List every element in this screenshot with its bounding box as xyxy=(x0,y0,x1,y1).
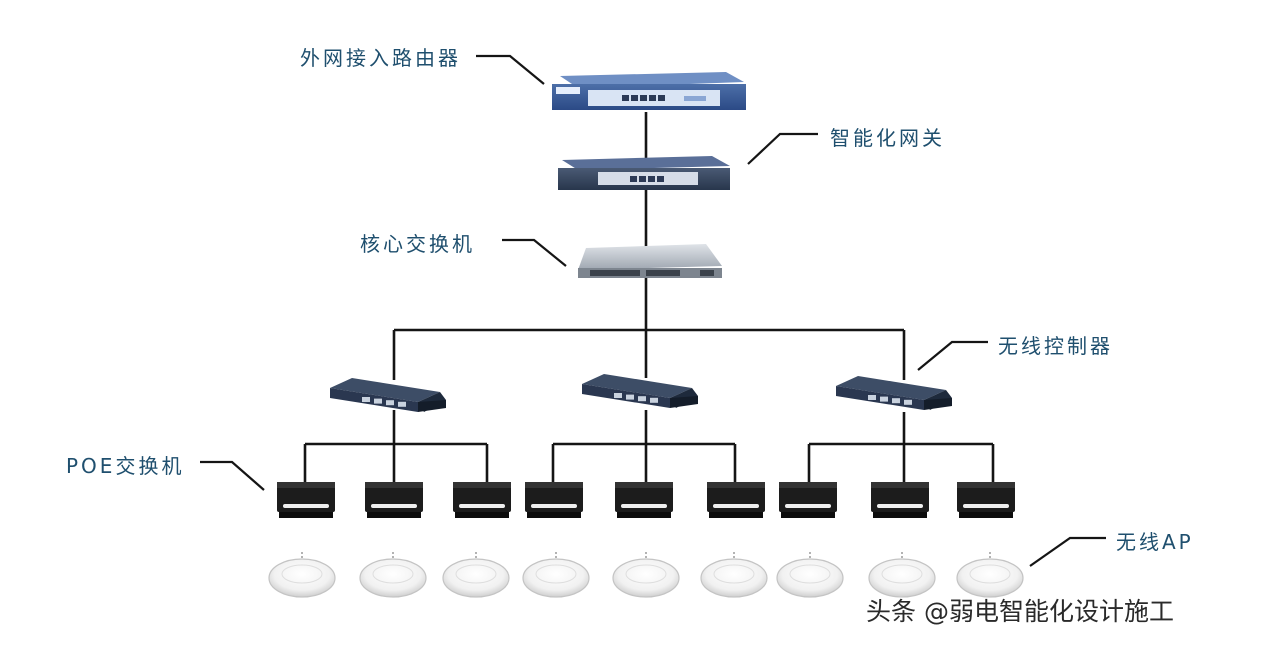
controller-icon xyxy=(582,374,698,408)
core-switch-icon xyxy=(578,244,722,278)
poe-switch-icon xyxy=(871,482,929,518)
poe-switch-icon xyxy=(453,482,511,518)
leader-router xyxy=(476,54,545,85)
label-wireless-controller: 无线控制器 xyxy=(998,334,1113,358)
rack-gateway-icon xyxy=(558,156,730,190)
label-poe-switch: POE交换机 xyxy=(66,454,185,478)
ceiling-ap-icon xyxy=(700,552,768,598)
leader-lines xyxy=(200,54,1106,567)
watermark: 头条 @弱电智能化设计施工 xyxy=(866,597,1174,626)
ceiling-ap-icon xyxy=(612,552,680,598)
ceiling-ap-icon xyxy=(956,552,1024,598)
label-core-switch: 核心交换机 xyxy=(360,232,475,256)
ceiling-ap-icon xyxy=(268,552,336,598)
ceiling-ap-icon xyxy=(868,552,936,598)
poe-switch-icon xyxy=(957,482,1015,518)
connection-lines xyxy=(303,112,995,482)
access-points xyxy=(268,552,1024,598)
ceiling-ap-icon xyxy=(522,552,590,598)
poe-switch-icon xyxy=(707,482,765,518)
ceiling-ap-icon xyxy=(442,552,510,598)
label-wireless-ap: 无线AP xyxy=(1116,530,1194,554)
poe-switch-icon xyxy=(365,482,423,518)
poe-switch-icon xyxy=(615,482,673,518)
controller-icon xyxy=(836,376,952,410)
leader-controller xyxy=(917,340,988,371)
rack-router-icon xyxy=(552,72,746,110)
wireless-controllers xyxy=(330,374,952,412)
poe-switch-icon xyxy=(525,482,583,518)
poe-switches xyxy=(277,482,1015,518)
poe-switch-icon xyxy=(277,482,335,518)
ceiling-ap-icon xyxy=(359,552,427,598)
leader-gateway xyxy=(747,132,818,165)
leader-core xyxy=(502,238,567,267)
leader-ap xyxy=(1029,536,1106,567)
label-smart-gateway: 智能化网关 xyxy=(830,126,945,150)
leader-poe xyxy=(200,460,265,491)
controller-icon xyxy=(330,378,446,412)
ceiling-ap-icon xyxy=(776,552,844,598)
poe-switch-icon xyxy=(779,482,837,518)
label-external-router: 外网接入路由器 xyxy=(300,46,461,70)
